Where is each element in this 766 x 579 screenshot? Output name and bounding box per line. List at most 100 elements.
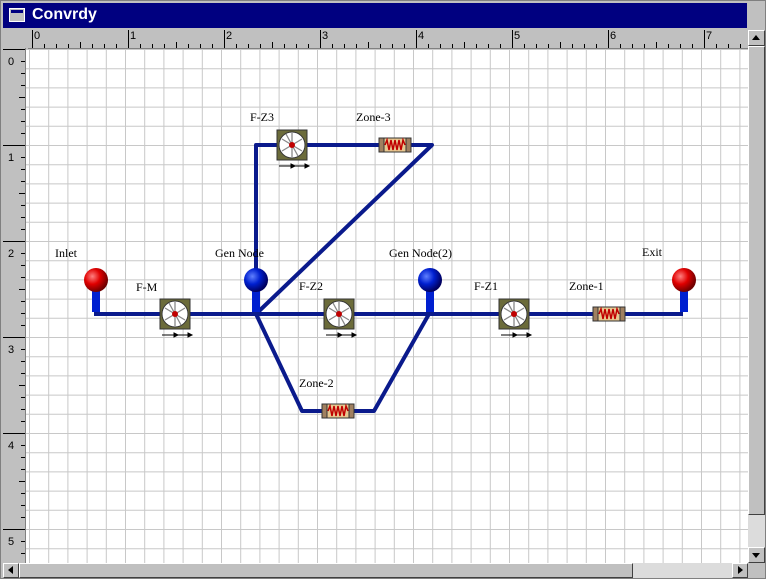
inlet-label: Inlet bbox=[55, 246, 78, 260]
size-grip[interactable] bbox=[748, 563, 765, 578]
ruler-label: 6 bbox=[610, 30, 617, 42]
scroll-right-button[interactable] bbox=[732, 563, 748, 578]
scroll-down-button[interactable] bbox=[748, 547, 765, 563]
ruler-tick bbox=[320, 30, 321, 48]
fan-fz3-icon[interactable] bbox=[276, 129, 310, 169]
ruler-tick bbox=[344, 44, 345, 48]
network-diagram[interactable]: Inlet Gen Node Gen Node(2) Exit F-M F-Z3… bbox=[26, 49, 748, 563]
ruler-tick bbox=[380, 44, 381, 48]
ruler-tick bbox=[21, 121, 25, 122]
vertical-scrollbar[interactable] bbox=[748, 30, 765, 563]
ruler-tick bbox=[632, 44, 633, 48]
scroll-left-button[interactable] bbox=[3, 563, 19, 578]
gen-node[interactable] bbox=[244, 268, 268, 292]
ruler-tick bbox=[500, 44, 501, 48]
ruler-tick bbox=[21, 541, 25, 542]
ruler-tick bbox=[740, 44, 741, 48]
zone-3-icon[interactable] bbox=[378, 137, 412, 153]
ruler-tick bbox=[332, 44, 333, 48]
ruler-label: 1 bbox=[8, 152, 15, 164]
ruler-tick bbox=[356, 44, 357, 48]
ruler-tick bbox=[596, 44, 597, 48]
ruler-label: 4 bbox=[418, 30, 425, 42]
ruler-tick bbox=[140, 44, 141, 48]
duct-fz3-loop[interactable] bbox=[254, 143, 434, 316]
gen-node-label: Gen Node bbox=[215, 246, 264, 260]
ruler-tick bbox=[21, 301, 25, 302]
arrow-right-icon bbox=[738, 566, 743, 574]
scroll-up-button[interactable] bbox=[748, 30, 765, 46]
ruler-tick bbox=[128, 30, 129, 48]
ruler-tick bbox=[152, 44, 153, 48]
ruler-tick bbox=[692, 44, 693, 48]
ruler-tick bbox=[308, 44, 309, 48]
scroll-thumb-vertical[interactable] bbox=[748, 46, 765, 515]
gen-node-stem bbox=[252, 291, 260, 312]
horizontal-scrollbar[interactable] bbox=[3, 563, 748, 578]
ducts bbox=[94, 143, 683, 413]
ruler-tick bbox=[548, 44, 549, 48]
ruler-tick bbox=[21, 133, 25, 134]
ruler-tick bbox=[296, 44, 297, 48]
zone-2-icon[interactable] bbox=[321, 403, 355, 419]
ruler-tick bbox=[236, 44, 237, 48]
ruler-tick bbox=[200, 44, 201, 48]
inlet-stem bbox=[92, 291, 100, 312]
ruler-tick bbox=[21, 361, 25, 362]
grid bbox=[26, 49, 748, 563]
ruler-tick bbox=[728, 44, 729, 48]
inlet-node[interactable] bbox=[84, 268, 108, 292]
ruler-tick bbox=[464, 42, 465, 48]
ruler-tick bbox=[21, 157, 25, 158]
ruler-label: 0 bbox=[8, 56, 15, 68]
ruler-tick bbox=[21, 505, 25, 506]
ruler-tick bbox=[284, 44, 285, 48]
ruler-tick bbox=[21, 253, 25, 254]
ruler-tick bbox=[21, 217, 25, 218]
zone-1-icon[interactable] bbox=[592, 306, 626, 322]
fan-fz2-icon[interactable] bbox=[323, 298, 357, 338]
scroll-thumb-horizontal[interactable] bbox=[19, 563, 633, 578]
ruler-label: 4 bbox=[8, 440, 15, 452]
fan-fz1-icon[interactable] bbox=[498, 298, 532, 338]
ruler-tick bbox=[3, 433, 25, 434]
ruler-tick bbox=[176, 42, 177, 48]
ruler-label: 0 bbox=[34, 30, 41, 42]
fan-fm-label: F-M bbox=[136, 280, 158, 294]
gen-node-2[interactable] bbox=[418, 268, 442, 292]
diagram-canvas[interactable]: Inlet Gen Node Gen Node(2) Exit F-M F-Z3… bbox=[26, 49, 748, 563]
ruler-tick bbox=[476, 44, 477, 48]
ruler-tick bbox=[21, 349, 25, 350]
title-bar[interactable]: Convrdy bbox=[3, 3, 747, 28]
ruler-tick bbox=[716, 44, 717, 48]
zone-2-label: Zone-2 bbox=[299, 376, 334, 390]
ruler-tick bbox=[368, 42, 369, 48]
ruler-tick bbox=[644, 44, 645, 48]
ruler-tick bbox=[21, 553, 25, 554]
ruler-tick bbox=[104, 44, 105, 48]
ruler-tick bbox=[32, 30, 33, 48]
window-icon[interactable] bbox=[9, 8, 25, 22]
ruler-tick bbox=[92, 44, 93, 48]
ruler-label: 2 bbox=[226, 30, 233, 42]
ruler-tick bbox=[21, 397, 25, 398]
ruler-tick bbox=[584, 44, 585, 48]
fan-fz1-label: F-Z1 bbox=[474, 279, 498, 293]
ruler-tick bbox=[21, 85, 25, 86]
ruler-tick bbox=[392, 44, 393, 48]
fan-fm-icon[interactable] bbox=[159, 298, 193, 338]
exit-node[interactable] bbox=[672, 268, 696, 292]
ruler-tick bbox=[536, 44, 537, 48]
arrow-down-icon bbox=[752, 553, 760, 558]
node-stems bbox=[92, 291, 688, 312]
ruler-tick bbox=[21, 493, 25, 494]
fan-fz2-label: F-Z2 bbox=[299, 279, 323, 293]
ruler-tick bbox=[21, 457, 25, 458]
ruler-tick bbox=[3, 145, 25, 146]
ruler-tick bbox=[21, 169, 25, 170]
ruler-label: 5 bbox=[8, 536, 15, 548]
ruler-tick bbox=[116, 44, 117, 48]
ruler-tick bbox=[212, 44, 213, 48]
ruler-label: 2 bbox=[8, 248, 15, 260]
ruler-tick bbox=[21, 445, 25, 446]
